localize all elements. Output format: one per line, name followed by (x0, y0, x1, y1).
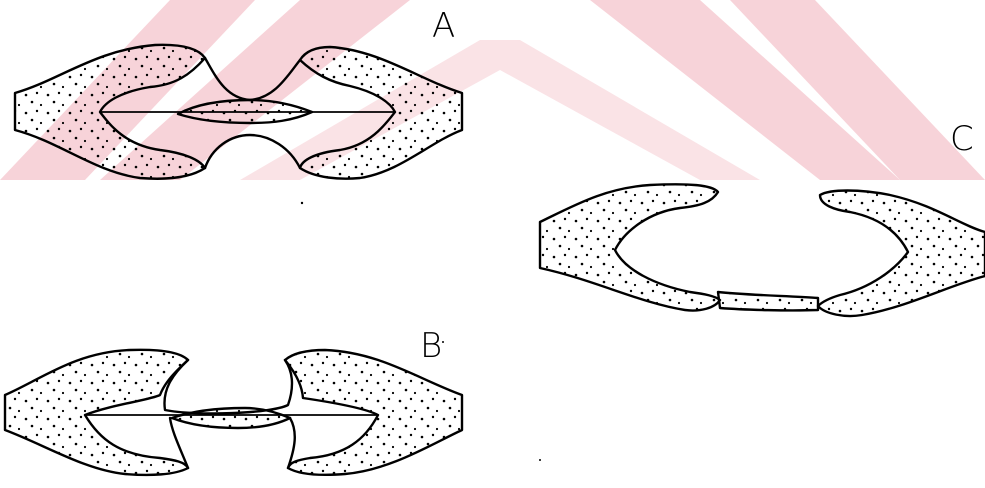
panel-a-label: A (432, 6, 455, 46)
panel-b-right-wedge (285, 350, 462, 475)
scan-speck (301, 202, 303, 204)
panel-c-right-arc (818, 191, 985, 316)
panel-b-central-lens (172, 408, 290, 428)
panel-b-drawing (5, 350, 462, 475)
panel-b-label: B (420, 326, 442, 366)
panel-c-drawing (540, 184, 985, 316)
panel-c-bridge (718, 292, 818, 310)
panel-c-label: C (950, 119, 974, 159)
scan-speck (442, 341, 444, 343)
panel-b-left-wedge (5, 350, 188, 475)
panel-b-top-notch (164, 360, 292, 413)
scan-speck (539, 459, 541, 461)
panel-c-left-arc (540, 184, 720, 310)
